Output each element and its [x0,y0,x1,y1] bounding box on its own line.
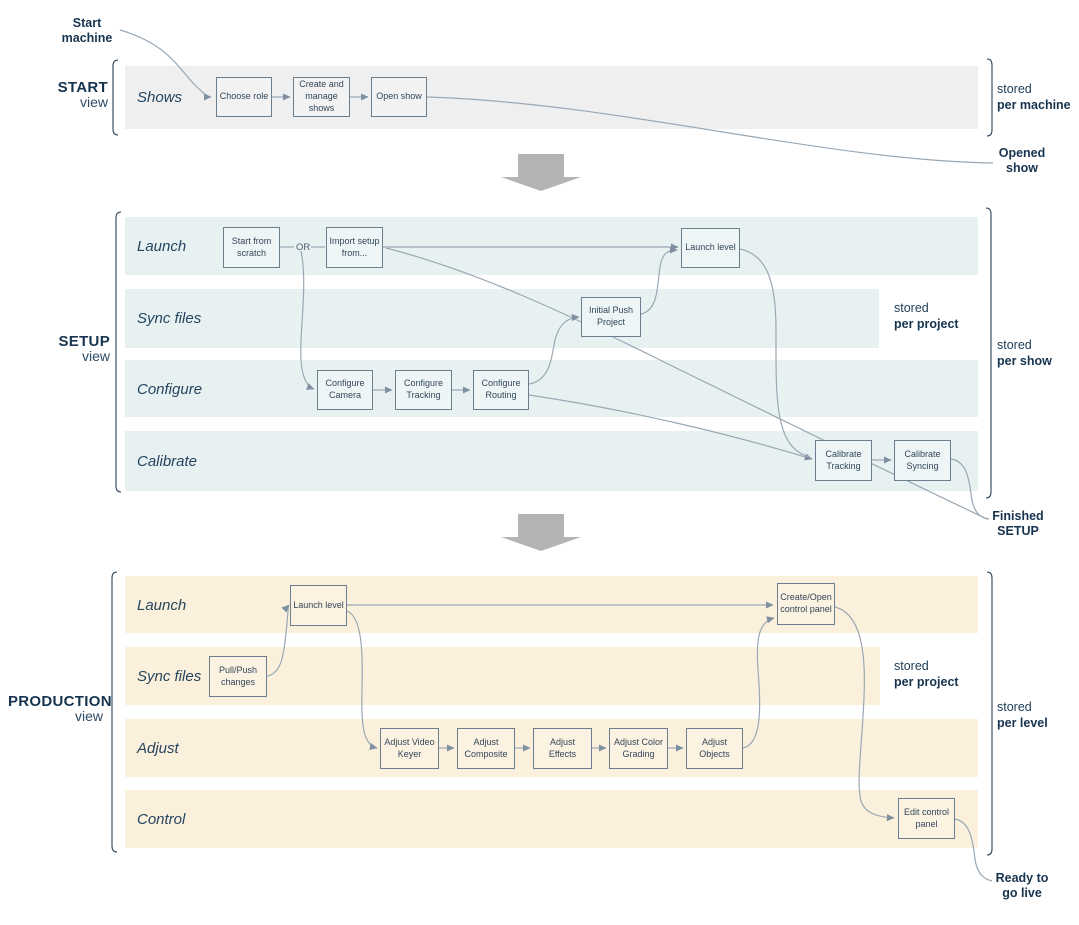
production-band-control [125,790,978,848]
setup-view-word: view [81,348,110,364]
node-configure-camera: Configure Camera [317,370,373,410]
edge-open-show-to-opened-show [426,96,994,164]
node-adjust-effects: Adjust Effects [533,728,592,769]
edge-routing-to-calibrate-tracking [528,394,813,461]
label-opened-show: Opened show [998,146,1046,175]
setup-left-bracket [115,211,122,493]
production-view-label: PRODUCTION view [8,693,112,724]
node-configure-tracking: Configure Tracking [395,370,452,410]
edge-launch-level-to-calibrate-tracking [739,248,811,458]
row-label-setup-configure: Configure [137,381,203,398]
stored-value: per level [997,716,1048,730]
stored-value: per machine [997,98,1071,112]
start-left-bracket [112,59,119,136]
start-right-bracket [986,58,993,137]
node-choose-role: Choose role [216,77,272,117]
production-view-title: PRODUCTION [8,693,112,710]
edge-launch-to-configure-camera [300,250,315,390]
label-ready-to-go-live: Ready to go live [995,871,1049,900]
down-arrow-start-to-setup [501,154,581,191]
stored-per-project-setup: stored per project [894,300,959,332]
label-start-machine: Start machine [61,16,113,45]
setup-band-configure [125,360,978,417]
start-view-word: view [79,94,108,110]
node-import-setup: Import setup from... [326,227,383,268]
setup-view-title: SETUP [58,333,110,350]
row-label-setup-calibrate: Calibrate [137,453,198,470]
node-setup-launch-level: Launch level [681,228,740,268]
edge-create-open-to-edit-panel [834,606,895,822]
node-adjust-video-keyer: Adjust Video Keyer [380,728,439,769]
production-left-bracket [111,571,118,853]
start-view-title: START [57,79,108,96]
node-create-open-control-panel: Create/Open control panel [777,583,835,625]
edge-edit-panel-to-ready [954,818,993,882]
setup-right-bracket [985,207,992,499]
stored-prefix: stored [997,338,1032,352]
stored-value: per project [894,675,959,689]
node-calibrate-syncing: Calibrate Syncing [894,440,951,481]
node-adjust-color-grading: Adjust Color Grading [609,728,668,769]
stored-per-machine: stored per machine [997,81,1071,113]
start-view-label: START view [20,80,108,110]
edge-launch-level-to-adjust-keyer [346,610,378,751]
node-configure-routing: Configure Routing [473,370,529,410]
edge-routing-to-initial-push [528,313,580,385]
row-label-prod-control: Control [137,811,186,828]
node-prod-launch-level: Launch level [290,585,347,626]
edge-objects-to-create-open [742,616,775,749]
production-view-word: view [74,708,103,724]
edge-syncing-to-finished-setup [950,458,990,520]
row-label-setup-launch: Launch [137,238,187,255]
edge-pull-push-to-launch-level [266,604,290,677]
node-open-show: Open show [371,77,427,117]
or-label: OR [296,242,311,253]
down-arrow-setup-to-production [501,514,581,551]
stored-per-project-production: stored per project [894,658,959,690]
stored-value: per show [997,354,1052,368]
setup-band-sync-files [125,289,879,348]
production-right-bracket [986,571,993,856]
stored-prefix: stored [894,659,929,673]
stored-per-show: stored per show [997,337,1052,369]
row-label-prod-adjust: Adjust [137,740,179,757]
node-adjust-objects: Adjust Objects [686,728,743,769]
label-finished-setup: Finished SETUP [992,509,1044,538]
stored-per-level: stored per level [997,699,1048,731]
setup-view-label: SETUP view [20,334,110,364]
edge-start-machine-to-choose-role [119,29,212,101]
node-calibrate-tracking: Calibrate Tracking [815,440,872,481]
node-create-manage-shows: Create and manage shows [293,77,350,117]
node-edit-control-panel: Edit control panel [898,798,955,839]
row-label-shows: Shows [137,89,183,106]
node-initial-push-project: Initial Push Project [581,297,641,337]
stored-prefix: stored [997,82,1032,96]
row-label-prod-launch: Launch [137,597,187,614]
row-label-prod-sync: Sync files [137,668,202,685]
stored-value: per project [894,317,959,331]
edge-initial-push-to-launch-level [640,246,678,315]
stored-prefix: stored [894,301,929,315]
row-label-setup-sync: Sync files [137,310,202,327]
stored-prefix: stored [997,700,1032,714]
node-pull-push-changes: Pull/Push changes [209,656,267,697]
node-adjust-composite: Adjust Composite [457,728,515,769]
node-start-from-scratch: Start from scratch [223,227,280,268]
